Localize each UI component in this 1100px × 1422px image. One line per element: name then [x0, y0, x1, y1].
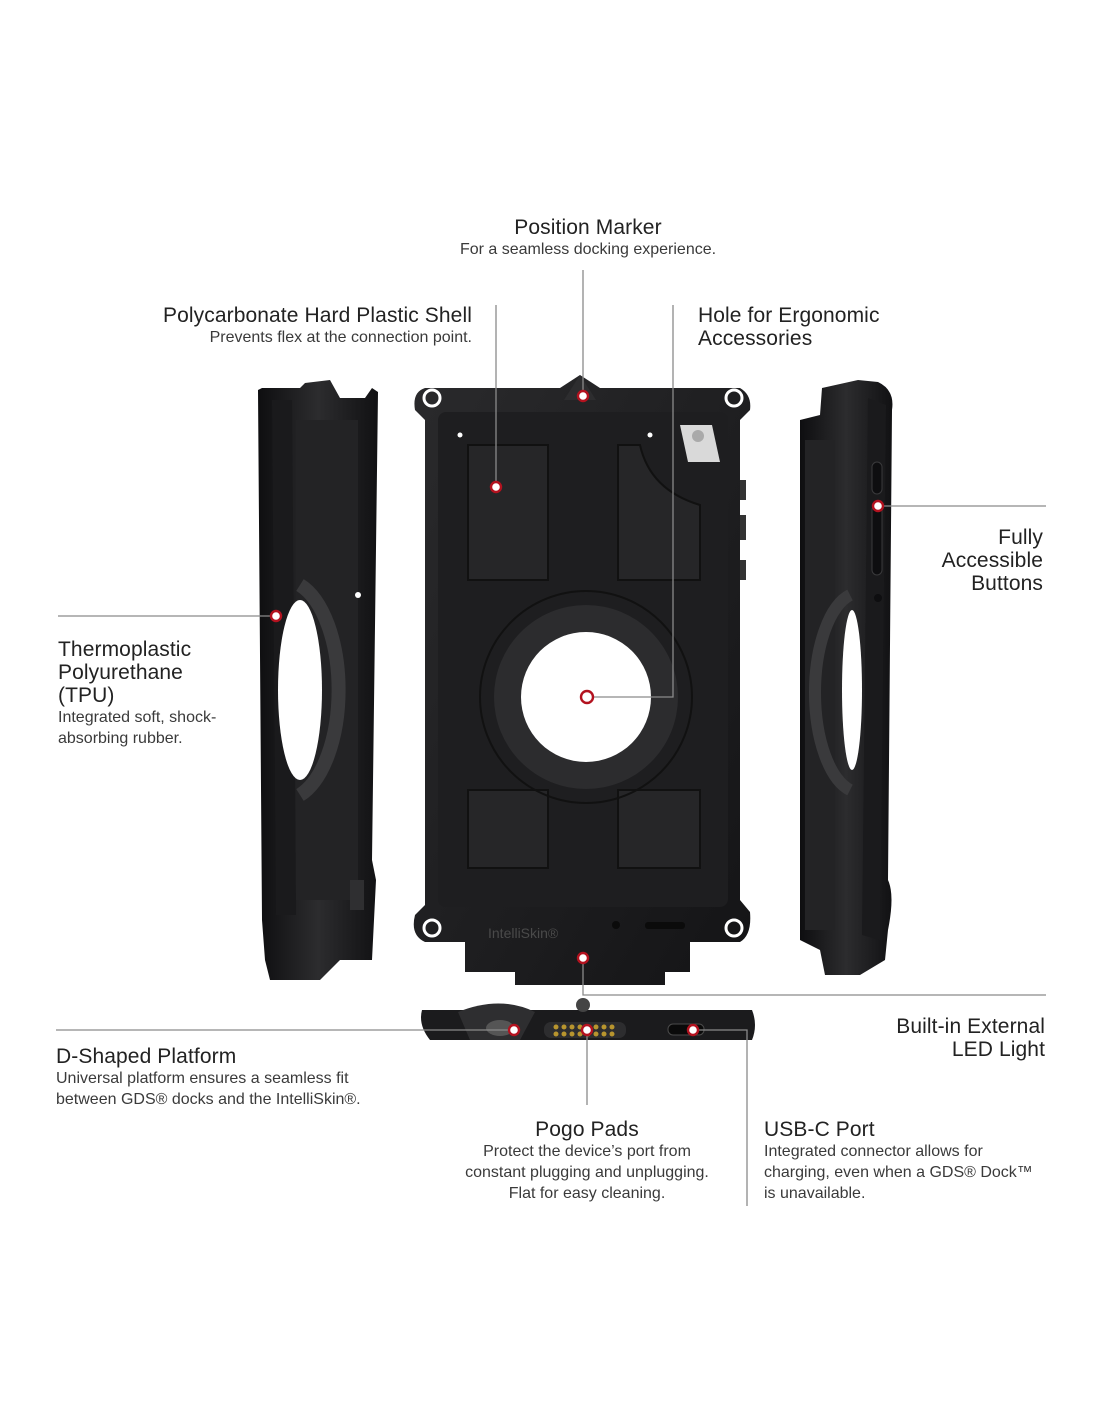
callout-position-marker: Position Marker For a seamless docking e… [430, 216, 746, 260]
callout-description: Protect the device’s port from constant … [465, 1143, 709, 1202]
leader-lines [56, 270, 1046, 1206]
callout-description: Prevents flex at the connection point. [209, 329, 472, 346]
marker-ergonomic [579, 689, 595, 705]
callout-title: Hole for Ergonomic Accessories [698, 304, 880, 350]
callout-led: Built-in External LED Light [840, 1015, 1045, 1061]
callout-description: For a seamless docking experience. [459, 241, 717, 258]
case-side-view-right [800, 380, 893, 975]
callout-title: Built-in External LED Light [896, 1015, 1045, 1061]
case-back-view: IntelliSkin® [413, 375, 751, 985]
leader-ergonomic [588, 305, 674, 698]
marker-usbc [686, 1023, 700, 1037]
callout-title: Fully Accessible Buttons [941, 526, 1043, 595]
callout-description: Integrated soft, shock- absorbing rubber… [58, 709, 217, 747]
marker-pogo [580, 1023, 594, 1037]
callout-description: Integrated connector allows for charging… [764, 1143, 1033, 1202]
callout-title: Position Marker [514, 216, 662, 239]
leader-usbc [693, 1029, 748, 1206]
callout-tpu: Thermoplastic Polyurethane (TPU) Integra… [58, 638, 278, 749]
marker-tpu [269, 609, 283, 623]
callout-polycarbonate: Polycarbonate Hard Plastic Shell Prevent… [110, 304, 472, 348]
callout-title: Polycarbonate Hard Plastic Shell [162, 304, 472, 327]
marker-polycarbonate [489, 480, 503, 494]
marker-dots [269, 389, 885, 1037]
callout-title: Thermoplastic Polyurethane (TPU) [58, 638, 192, 707]
callout-title: D-Shaped Platform [56, 1045, 237, 1068]
marker-led [576, 951, 590, 965]
callout-title: Pogo Pads [535, 1118, 639, 1141]
callout-title: USB-C Port [764, 1118, 875, 1141]
marker-position [576, 389, 590, 403]
callout-ergonomic: Hole for Ergonomic Accessories [698, 304, 998, 350]
case-side-view-left [258, 380, 378, 980]
callout-description: Universal platform ensures a seamless fi… [56, 1070, 361, 1108]
callout-d-shaped: D-Shaped Platform Universal platform ens… [56, 1045, 416, 1110]
leader-led [582, 958, 1046, 996]
callout-pogo: Pogo Pads Protect the device’s port from… [440, 1118, 734, 1204]
marker-d-shaped [507, 1023, 521, 1037]
callout-usbc: USB-C Port Integrated connector allows f… [764, 1118, 1064, 1204]
marker-buttons [871, 499, 885, 513]
case-logo-text: IntelliSkin® [488, 925, 559, 941]
callout-buttons: Fully Accessible Buttons [880, 526, 1043, 595]
